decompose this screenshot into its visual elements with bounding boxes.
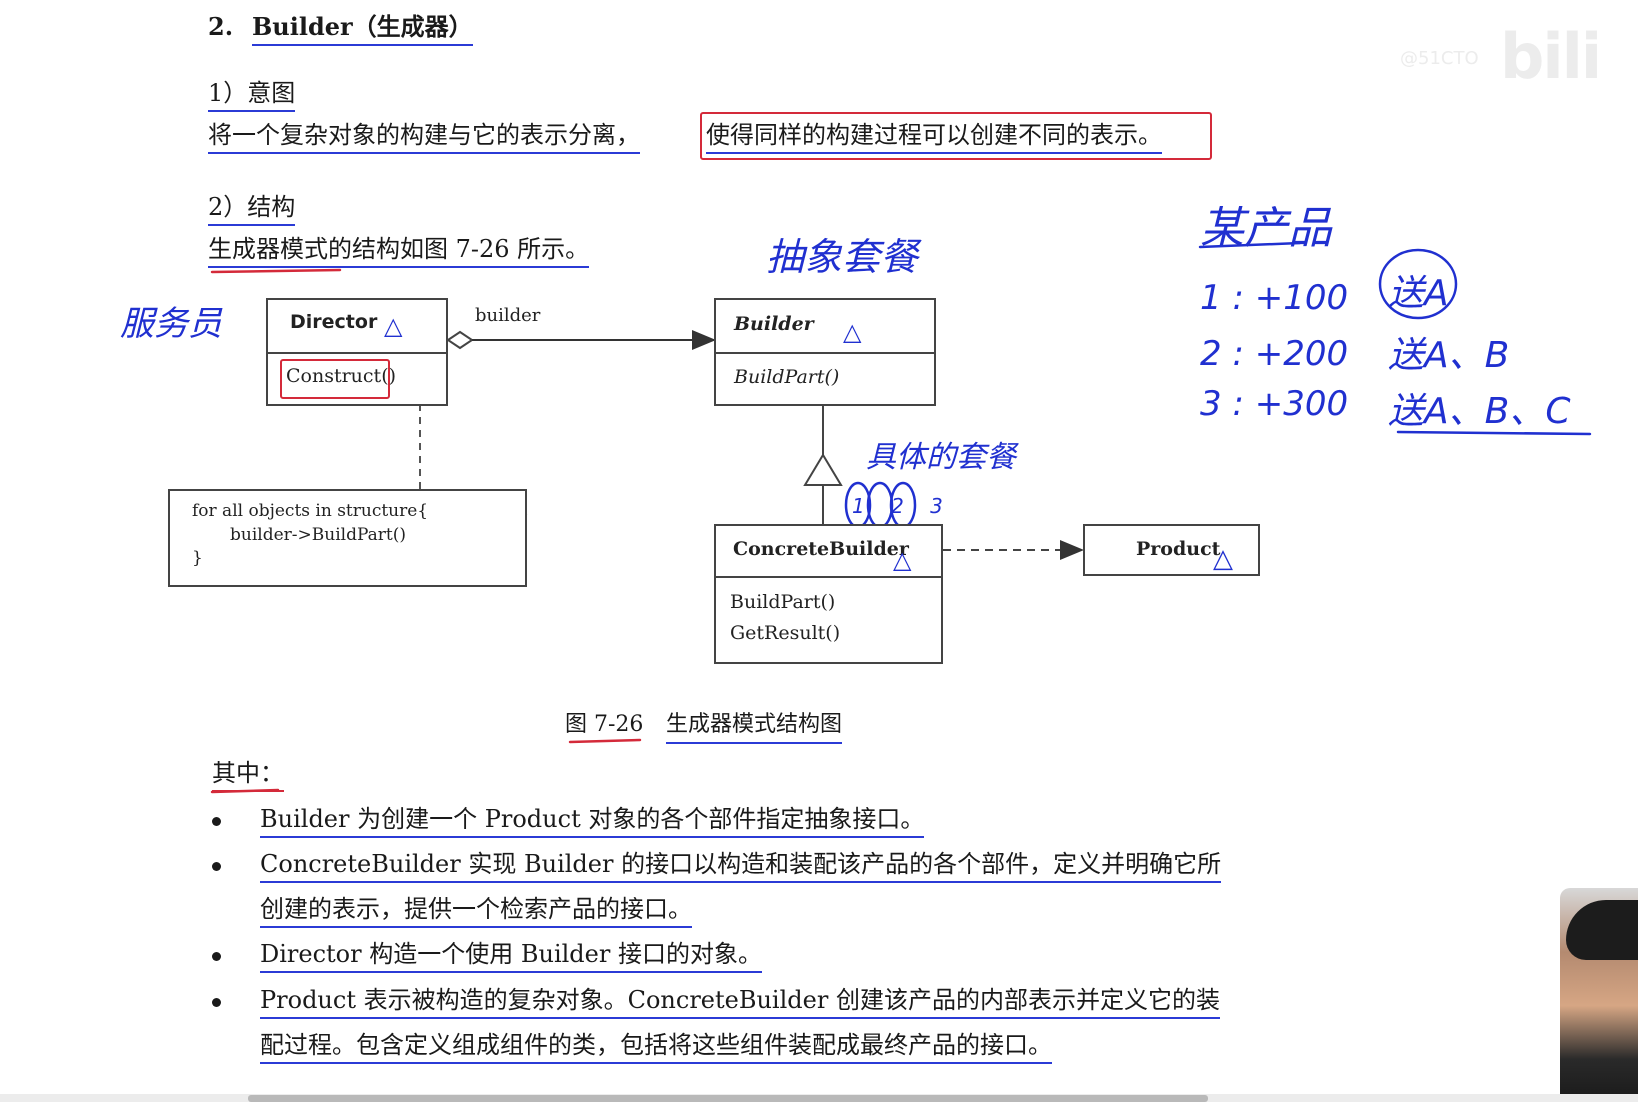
product-class-name: Product bbox=[1136, 538, 1220, 560]
handwriting-triangle-product: △ bbox=[1213, 544, 1233, 574]
builder-class-name: Builder bbox=[734, 313, 814, 335]
director-construct-method: Construct() bbox=[286, 365, 396, 387]
figure-caption-text: 生成器模式结构图 bbox=[666, 710, 842, 744]
bullet-1 bbox=[212, 817, 221, 826]
handwriting-triangle-builder: △ bbox=[843, 318, 861, 346]
list-item-3: Director 构造一个使用 Builder 接口的对象。 bbox=[260, 939, 762, 973]
note-line-1: for all objects in structure{ bbox=[192, 501, 428, 521]
builder-buildpart-method: BuildPart() bbox=[734, 366, 839, 388]
note-line-2: builder->BuildPart() bbox=[230, 525, 406, 545]
concrete-buildpart-method: BuildPart() bbox=[730, 591, 835, 613]
aggregation-diamond bbox=[448, 332, 472, 348]
director-class-name: Director bbox=[290, 311, 377, 333]
list-item-4-line-2: 配过程。包含定义组成组件的类，包括将这些组件装配成最终产品的接口。 bbox=[260, 1030, 1052, 1064]
handwriting-builder-note: 抽象套餐 bbox=[766, 226, 918, 281]
note-line-3: } bbox=[192, 548, 203, 568]
horizontal-scrollbar-thumb[interactable] bbox=[248, 1095, 1208, 1102]
list-item-4-line-1: Product 表示被构造的复杂对象。ConcreteBuilder 创建该产品… bbox=[260, 985, 1220, 1019]
handwriting-row-1: 1 : +100 bbox=[1200, 278, 1348, 318]
list-label: 其中： bbox=[212, 758, 284, 792]
concrete-builder-class-name: ConcreteBuilder bbox=[733, 538, 909, 560]
handwriting-result-3: 送A、B、C bbox=[1388, 382, 1570, 434]
list-item-2-line-2: 创建的表示，提供一个检索产品的接口。 bbox=[260, 894, 692, 928]
handwriting-director-note: 服务员 bbox=[120, 296, 222, 345]
handwriting-circled-numbers: 1 2 3 bbox=[852, 494, 953, 518]
concrete-getresult-method: GetResult() bbox=[730, 622, 840, 644]
figure-caption-number: 图 7-26 bbox=[565, 710, 643, 740]
handwriting-concrete-note: 具体的套餐 bbox=[866, 432, 1016, 476]
association-label: builder bbox=[475, 305, 540, 326]
handwriting-row-3: 3 : +300 bbox=[1200, 384, 1348, 424]
handwriting-row-2: 2 : +200 bbox=[1200, 334, 1348, 374]
bullet-2 bbox=[212, 862, 221, 871]
list-item-2-line-1: ConcreteBuilder 实现 Builder 的接口以构造和装配该产品的… bbox=[260, 849, 1221, 883]
handwriting-product-title: 某产品 bbox=[1200, 192, 1332, 256]
bullet-4 bbox=[212, 998, 221, 1007]
handwriting-result-1: 送A bbox=[1388, 264, 1449, 316]
handwriting-triangle-director: △ bbox=[384, 312, 402, 340]
list-item-1: Builder 为创建一个 Product 对象的各个部件指定抽象接口。 bbox=[260, 804, 924, 838]
handwriting-result-2: 送A、B bbox=[1388, 326, 1509, 378]
handwriting-triangle-concrete: △ bbox=[893, 546, 911, 574]
bullet-3 bbox=[212, 952, 221, 961]
generalization-triangle bbox=[805, 455, 841, 485]
